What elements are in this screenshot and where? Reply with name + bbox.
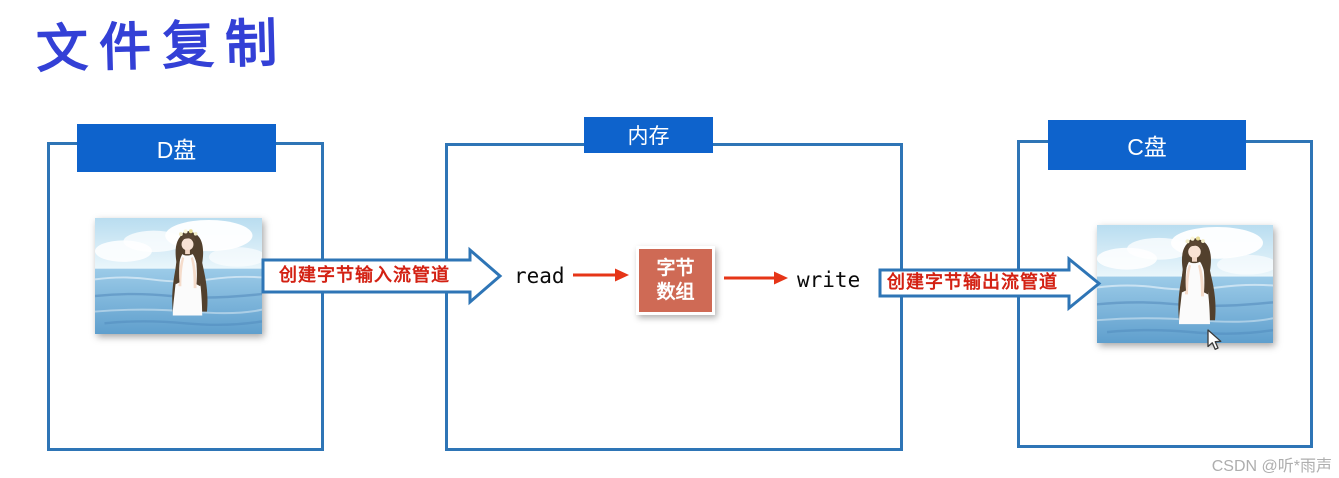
mouse-cursor-icon — [1207, 329, 1222, 350]
output-pipe-arrow — [878, 255, 1102, 312]
page-title: 文件复制 — [35, 14, 289, 80]
byte-array-line1: 字节 — [656, 257, 695, 279]
watermark: CSDN @听*雨声 — [1211, 458, 1332, 475]
byte-array-line2: 数组 — [656, 281, 695, 303]
d-drive-tab: D盘 — [77, 124, 276, 172]
byte-array-box: 字节 数组 — [636, 246, 715, 315]
input-pipe-arrow — [261, 246, 503, 306]
girl-by-sea-photo-copy — [1097, 225, 1273, 343]
write-label: write — [797, 268, 861, 292]
bytearray-to-write-arrow-icon — [724, 271, 788, 285]
c-drive-tab: C盘 — [1048, 120, 1246, 170]
read-to-bytearray-arrow-icon — [573, 268, 629, 282]
input-pipe-arrow-label: 创建字节输入流管道 — [279, 265, 450, 285]
output-pipe-arrow-label: 创建字节输出流管道 — [887, 272, 1058, 292]
girl-by-sea-photo — [95, 218, 262, 334]
memory-tab: 内存 — [584, 117, 713, 153]
read-label: read — [514, 264, 565, 288]
